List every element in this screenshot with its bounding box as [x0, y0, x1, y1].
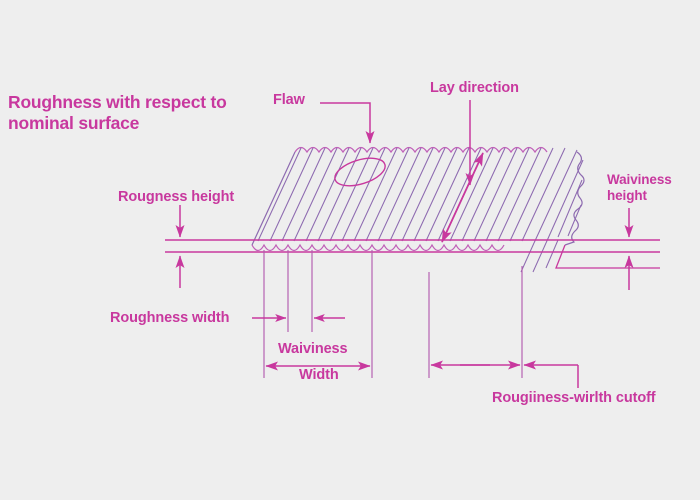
nominal-surface-reference-lines	[165, 239, 660, 253]
label-roughness-width-cutoff: Rougiiness-wirlth cutoff	[492, 390, 656, 406]
surface-right-broken-edge	[564, 151, 585, 246]
nominal-band-right-skew	[555, 244, 660, 269]
label-lay-direction: Lay direction	[430, 80, 519, 96]
label-waviness-width-line2: Width	[299, 367, 339, 383]
label-waviness-height: Waiviness height	[607, 172, 672, 205]
surface-body	[251, 146, 585, 273]
flaw-ellipse	[334, 157, 386, 187]
label-waviness-height-line1: Waiviness	[607, 172, 672, 187]
surface-bottom-scalloped-edge	[251, 243, 505, 252]
lay-direction-diagonal-arrow-lower	[441, 152, 484, 243]
lay-lines-lower-extension	[520, 239, 559, 273]
label-roughness-height: Rougness height	[118, 189, 235, 205]
label-waviness-height-line2: height	[607, 188, 647, 204]
lay-lines	[257, 147, 584, 244]
label-waviness-width-line1: Waiviness	[278, 341, 348, 357]
flaw-leader-line	[320, 102, 375, 144]
surface-left-edge	[251, 151, 296, 246]
label-roughness-width: Roughness width	[110, 310, 230, 326]
surface-top-scalloped-edge	[294, 146, 548, 154]
label-flaw: Flaw	[273, 92, 305, 108]
figure-title: Roughness with respect to nominal surfac…	[8, 92, 227, 134]
extension-lines	[263, 250, 523, 378]
roughness-width-cutoff-dimension	[430, 360, 579, 388]
